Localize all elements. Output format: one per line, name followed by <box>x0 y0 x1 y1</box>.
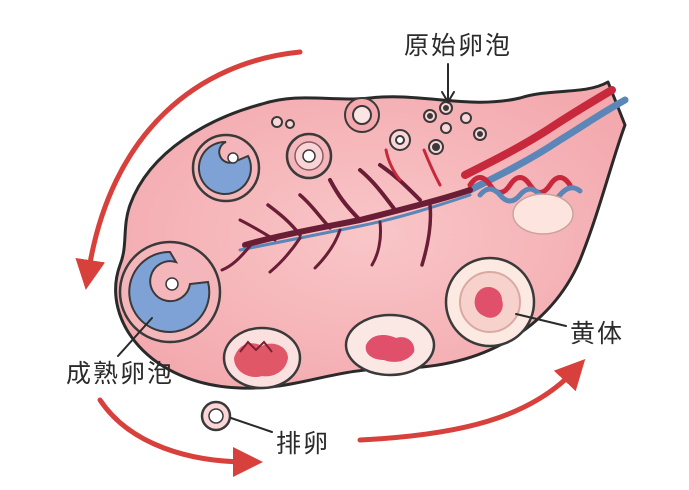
secondary-follicle <box>285 132 333 180</box>
pointer-primordial-arrowhead <box>441 91 455 104</box>
primordial-follicle-cluster <box>271 97 487 155</box>
pointer-mature <box>117 317 153 357</box>
label-mature-follicle: 成熟卵泡 <box>66 359 175 388</box>
cycle-arrow-bottom <box>97 397 263 477</box>
label-primordial-follicle: 原始卵泡 <box>404 31 513 60</box>
label-pointer-lines <box>117 63 567 433</box>
blood-vessels <box>220 86 629 274</box>
corpus-albicans <box>512 193 574 235</box>
released-ovum <box>200 400 232 432</box>
corpus-luteum-forming <box>344 313 436 377</box>
cycle-arrow-bottom-right <box>357 359 586 443</box>
cycle-arrow-top-left <box>75 49 303 290</box>
pointer-ovulation <box>230 417 273 433</box>
mature-follicle <box>118 240 222 344</box>
ruptured-follicle <box>222 326 302 390</box>
antral-follicle <box>191 133 261 203</box>
pointer-corpus-luteum <box>515 313 567 327</box>
label-corpus-luteum: 黄体 <box>570 319 625 348</box>
label-ovulation: 排卵 <box>276 429 331 458</box>
corpus-luteum <box>444 256 536 348</box>
